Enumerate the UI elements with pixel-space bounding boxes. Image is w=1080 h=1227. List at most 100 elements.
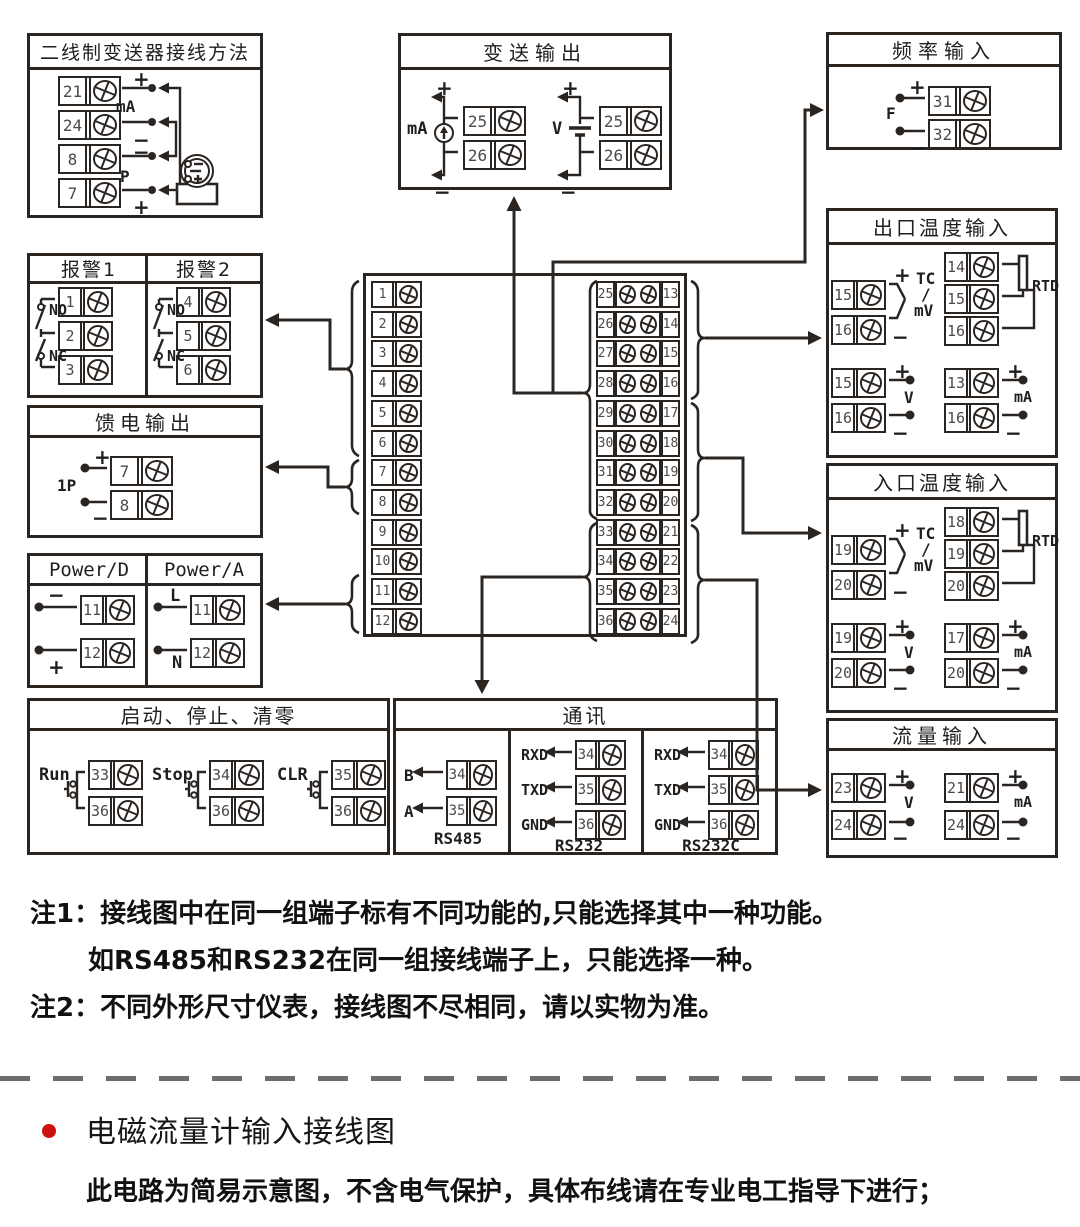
terminal-number: 36	[333, 798, 355, 824]
terminal-screw-icon	[858, 572, 884, 598]
plus-label: +	[133, 67, 150, 91]
terminal-screw-icon	[638, 550, 659, 573]
terminal-screw-icon	[397, 461, 420, 484]
terminal-row: 3	[371, 340, 422, 368]
terminal-8: 8	[110, 490, 173, 520]
terminal-divider	[855, 775, 858, 801]
terminal-number: 23	[661, 580, 678, 604]
terminal-row: 1	[371, 281, 422, 308]
terminal-36: 36	[88, 796, 143, 826]
terminal-number: 14	[946, 254, 968, 280]
terminal-divider	[968, 625, 971, 651]
terminal-screw-icon	[358, 798, 384, 824]
no-label: NO	[167, 301, 186, 319]
terminal-number: 36	[710, 812, 730, 838]
terminal-screw-icon	[858, 282, 884, 308]
stop-label: Stop	[152, 765, 193, 785]
terminal-36b: 36	[209, 796, 264, 826]
terminal-35-rs232c: 35	[708, 775, 759, 805]
terminal-number: 11	[373, 580, 394, 604]
comm-box: 通讯 34 35 34 35 36 34 35 36 B A RXD TXD G…	[393, 698, 778, 855]
terminal-divider	[394, 401, 397, 425]
terminal-screw-icon	[91, 112, 119, 138]
terminal-screw-icon	[397, 402, 420, 425]
mv-label: mV	[914, 301, 934, 320]
terminal-screw-icon	[971, 254, 997, 280]
terminal-number: 21	[946, 775, 968, 801]
terminal-divider	[87, 112, 91, 138]
gnd-label: GND	[521, 816, 549, 834]
terminal-divider	[659, 491, 661, 515]
terminal-divider	[855, 660, 858, 686]
terminal-divider	[355, 762, 358, 788]
terminal-number: 16	[833, 405, 855, 431]
terminal-screw-icon	[91, 78, 119, 104]
terminal-screw-icon	[203, 357, 229, 383]
plus-label: +	[894, 614, 911, 638]
terminal-number: 18	[946, 509, 968, 535]
terminal-number: 34	[211, 762, 233, 788]
comm-divider-1	[508, 731, 511, 852]
terminal-divider	[957, 121, 961, 147]
terminal-13-ma: 13	[944, 368, 999, 398]
terminal-number: 4	[178, 289, 200, 315]
terminal-divider	[855, 537, 858, 563]
terminal-36-rs232: 36	[575, 810, 626, 840]
terminal-11-d: 11	[80, 595, 135, 625]
inlet-temp-box: 入口温度输入 19 20 18 19 20 19 20 17 20 + TC /…	[826, 463, 1059, 713]
minus-label: −	[1005, 826, 1022, 850]
terminal-number: 21	[661, 520, 678, 544]
no-label: NO	[49, 301, 68, 319]
terminal-number: 36	[90, 798, 112, 824]
terminal-screw-icon	[397, 550, 420, 573]
minus-label: −	[92, 506, 109, 530]
terminal-screw-icon	[617, 283, 638, 306]
terminal-divider	[968, 812, 971, 838]
terminal-screw-icon	[397, 580, 420, 603]
terminal-screw-icon	[638, 491, 659, 514]
terminal-row: 2	[371, 310, 422, 338]
minus-label: −	[133, 128, 150, 152]
terminal-17-ma: 17	[944, 623, 999, 653]
tc-label: TC	[916, 269, 936, 288]
note-2-text: 不同外形尺寸仪表，接线图不尽相同，请以实物为准。	[100, 993, 725, 1023]
terminal-divider	[730, 812, 733, 838]
terminal-16-tc: 16	[831, 315, 886, 345]
terminal-divider	[87, 146, 91, 172]
terminal-screw-icon	[358, 762, 384, 788]
terminal-number: 19	[833, 625, 855, 651]
terminal-screw-icon	[397, 432, 420, 455]
terminal-row: 11	[371, 578, 422, 606]
terminal-divider	[139, 492, 143, 518]
note-1: 注1：接线图中在同一组端子标有不同功能的,只能选择其中一种功能。	[30, 901, 838, 927]
terminal-screw-icon	[961, 88, 989, 114]
box-title: 启动、停止、清零	[30, 701, 387, 731]
terminal-screw-icon	[971, 541, 997, 567]
terminal-4: 4	[176, 287, 231, 317]
terminal-number: 11	[82, 597, 104, 623]
terminal-screw-icon	[638, 372, 659, 395]
tc-label: TC	[916, 524, 936, 543]
terminal-number: 11	[192, 597, 214, 623]
arrow-to-flow-input	[808, 783, 822, 797]
terminal-divider	[394, 609, 397, 633]
minus-label: −	[892, 826, 909, 850]
terminal-divider	[200, 289, 203, 315]
rtd-label: RTD	[1032, 277, 1060, 295]
terminal-screw-icon	[858, 660, 884, 686]
terminal-divider	[214, 597, 217, 623]
terminal-number: 8	[112, 492, 139, 518]
terminal-number: 19	[833, 537, 855, 563]
terminal-number: 13	[661, 283, 678, 306]
terminal-15-tc: 15	[831, 280, 886, 310]
terminal-divider	[659, 431, 661, 455]
terminal-number: 36	[598, 609, 615, 633]
terminal-21-ma: 21	[944, 773, 999, 803]
terminal-20-rtd: 20	[944, 571, 999, 601]
terminal-25-v: 25	[599, 106, 662, 136]
terminal-screw-icon	[91, 146, 119, 172]
terminal-20-ma: 20	[944, 658, 999, 688]
terminal-number: 25	[598, 283, 615, 306]
rs232c-label: RS232C	[682, 836, 740, 855]
